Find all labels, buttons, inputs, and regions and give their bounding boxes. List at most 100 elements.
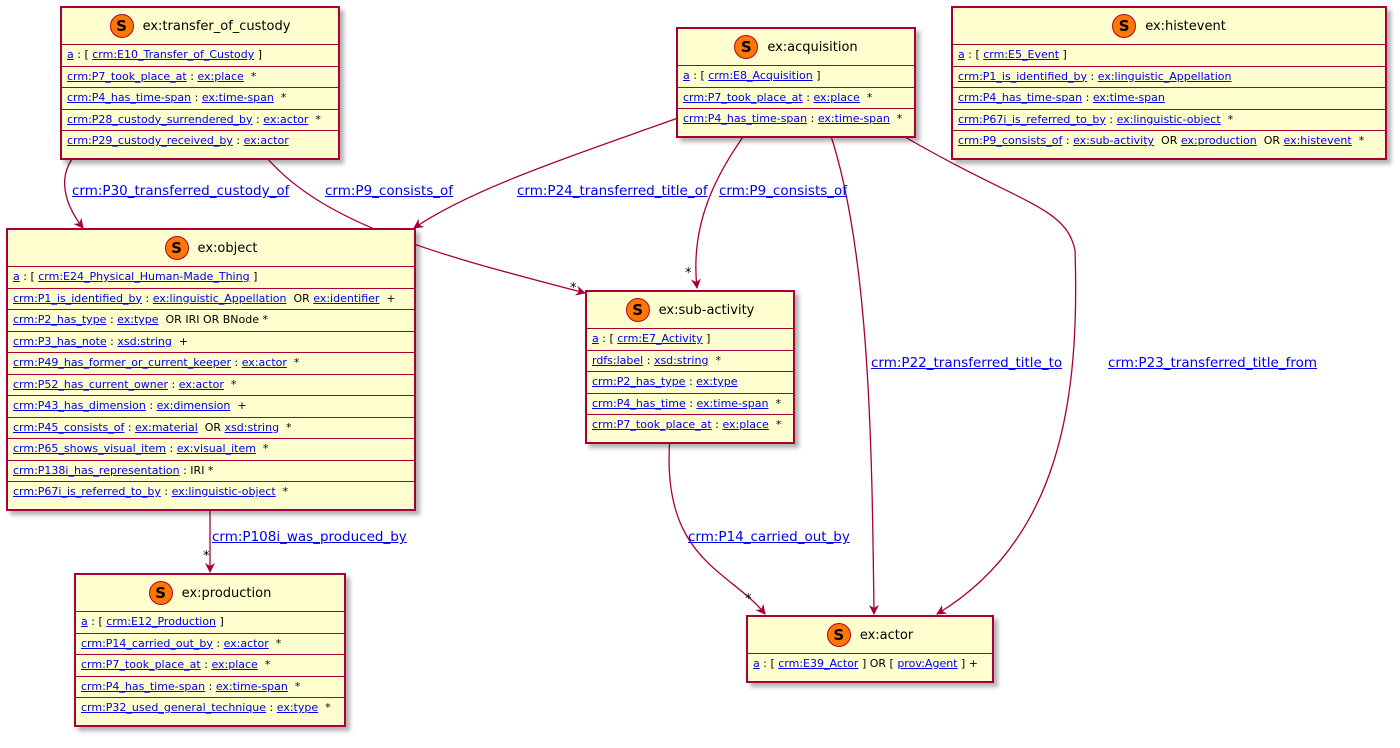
property-link[interactable]: ex:sub-activity (1073, 134, 1155, 147)
property-link[interactable]: crm:E24_Physical_Human-Made_Thing (38, 270, 250, 283)
property-link[interactable]: ex:histevent (1283, 134, 1352, 147)
property-link[interactable]: ex:dimension (156, 399, 231, 412)
property-row: crm:P7_took_place_at : ex:place * (587, 415, 793, 436)
property-text: * (308, 112, 321, 126)
property-link[interactable]: crm:P4_has_time-span (683, 112, 808, 125)
property-link[interactable]: ex:linguistic_Appellation (152, 291, 287, 305)
property-text: : IRI * (179, 463, 214, 477)
property-text: : (266, 701, 277, 714)
property-link[interactable]: crm:P67i_is_referred_to_by (13, 485, 161, 498)
property-link[interactable]: crm:P2_has_type (13, 313, 107, 326)
property-link[interactable]: crm:E5_Event (983, 48, 1060, 61)
property-link[interactable]: crm:P43_has_dimension (13, 399, 146, 412)
property-link[interactable]: a (958, 48, 965, 61)
property-link[interactable]: ex:production (1180, 134, 1257, 147)
edge-e4 (691, 129, 749, 289)
property-link[interactable]: ex:identifier (313, 291, 380, 305)
property-link[interactable]: ex:time-span (201, 91, 274, 104)
property-link[interactable]: xsd:string (224, 420, 280, 434)
property-link[interactable]: crm:P1_is_identified_by (13, 291, 143, 305)
property-link[interactable]: crm:P9_consists_of (958, 134, 1063, 147)
property-link[interactable]: ex:time-span (1092, 91, 1165, 104)
property-link[interactable]: crm:P7_took_place_at (67, 69, 187, 83)
property-link[interactable]: crm:P14_carried_out_by (81, 636, 213, 650)
property-link[interactable]: ex:actor (178, 377, 224, 391)
edge-label-p9-acquisition[interactable]: crm:P9_consists_of (719, 183, 848, 199)
property-link[interactable]: ex:type (276, 701, 319, 714)
property-text: : (643, 353, 654, 367)
property-link[interactable]: a (81, 615, 88, 628)
property-link[interactable]: crm:P4_has_time-span (67, 91, 192, 104)
edge-label-p23[interactable]: crm:P23_transferred_title_from (1108, 355, 1318, 371)
property-link[interactable]: xsd:string (117, 334, 172, 348)
property-link[interactable]: a (592, 332, 599, 345)
property-text: OR IRI OR BNode * (158, 313, 268, 326)
property-link[interactable]: ex:place (211, 658, 258, 671)
property-link[interactable]: ex:time-span (215, 679, 288, 693)
edge-label-p108i[interactable]: crm:P108i_was_produced_by (212, 529, 407, 545)
property-link[interactable]: a (753, 657, 760, 670)
property-link[interactable]: crm:P7_took_place_at (683, 90, 803, 104)
property-link[interactable]: ex:actor (243, 134, 289, 147)
property-link[interactable]: crm:P52_has_current_owner (13, 377, 169, 391)
property-link[interactable]: a (683, 69, 690, 82)
property-link[interactable]: ex:linguistic-object (171, 485, 276, 498)
edge-label-p14[interactable]: crm:P14_carried_out_by (688, 529, 850, 545)
property-link[interactable]: ex:type (117, 313, 159, 326)
property-link[interactable]: crm:E7_Activity (617, 332, 703, 345)
property-link[interactable]: ex:actor (241, 356, 287, 369)
property-text: * (889, 112, 903, 125)
property-link[interactable]: ex:linguistic_Appellation (1097, 69, 1232, 83)
property-link[interactable]: crm:P1_is_identified_by (958, 69, 1088, 83)
edge-label-p30[interactable]: crm:P30_transferred_custody_of (72, 183, 290, 199)
property-link[interactable]: ex:actor (223, 636, 269, 650)
property-link[interactable]: crm:P45_consists_of (13, 420, 125, 434)
property-link[interactable]: crm:P49_has_former_or_current_keeper (13, 356, 232, 369)
property-text: : (200, 658, 212, 671)
edge-label-p24[interactable]: crm:P24_transferred_title_of (517, 183, 708, 199)
property-text: : (168, 377, 179, 391)
property-link[interactable]: crm:P4_has_time-span (958, 91, 1083, 104)
property-link[interactable]: ex:type (696, 375, 738, 388)
property-link[interactable]: ex:time-span (817, 112, 890, 125)
property-link[interactable]: ex:actor (263, 112, 309, 126)
property-link[interactable]: crm:P4_has_time (592, 396, 686, 410)
property-link[interactable]: crm:P67i_is_referred_to_by (958, 112, 1106, 126)
property-link[interactable]: crm:E8_Acquisition (708, 69, 813, 82)
property-link[interactable]: crm:E39_Actor (778, 657, 859, 670)
property-link[interactable]: crm:P4_has_time-span (81, 679, 206, 693)
property-link[interactable]: crm:P138i_has_representation (13, 463, 180, 477)
property-text: * (708, 353, 721, 367)
property-link[interactable]: xsd:string (653, 353, 709, 367)
property-link[interactable]: prov:Agent (897, 657, 958, 670)
property-link[interactable]: ex:time-span (696, 396, 769, 410)
property-link[interactable]: crm:P28_custody_surrendered_by (67, 112, 253, 126)
property-link[interactable]: crm:P3_has_note (13, 334, 107, 348)
edge-label-p22[interactable]: crm:P22_transferred_title_to (871, 355, 1063, 371)
property-link[interactable]: ex:linguistic-object (1116, 112, 1221, 126)
property-link[interactable]: rdfs:label (592, 353, 644, 367)
property-link[interactable]: ex:place (722, 418, 769, 431)
property-row: crm:P28_custody_surrendered_by : ex:acto… (62, 110, 338, 131)
property-link[interactable]: ex:place (813, 90, 860, 104)
property-text: ] (1059, 48, 1067, 61)
property-link[interactable]: crm:P2_has_type (592, 375, 686, 388)
property-text: : (186, 69, 198, 83)
property-link[interactable]: ex:material (135, 420, 198, 434)
property-link[interactable]: crm:P65_shows_visual_item (13, 442, 167, 455)
edge-label-p9-transfer[interactable]: crm:P9_consists_of (325, 183, 454, 199)
property-link[interactable]: crm:E12_Production (106, 615, 217, 628)
property-link[interactable]: a (13, 270, 20, 283)
property-link[interactable]: crm:P7_took_place_at (81, 658, 201, 671)
property-link[interactable]: crm:P7_took_place_at (592, 418, 712, 431)
property-link[interactable]: crm:P32_used_general_technique (81, 701, 267, 714)
property-link[interactable]: ex:visual_item (176, 442, 256, 455)
property-link[interactable]: a (67, 48, 74, 61)
property-link[interactable]: ex:place (197, 69, 244, 83)
property-link[interactable]: crm:E10_Transfer_of_Custody (92, 48, 255, 61)
edge-e8 (668, 436, 766, 615)
property-link[interactable]: crm:P29_custody_received_by (67, 134, 233, 147)
